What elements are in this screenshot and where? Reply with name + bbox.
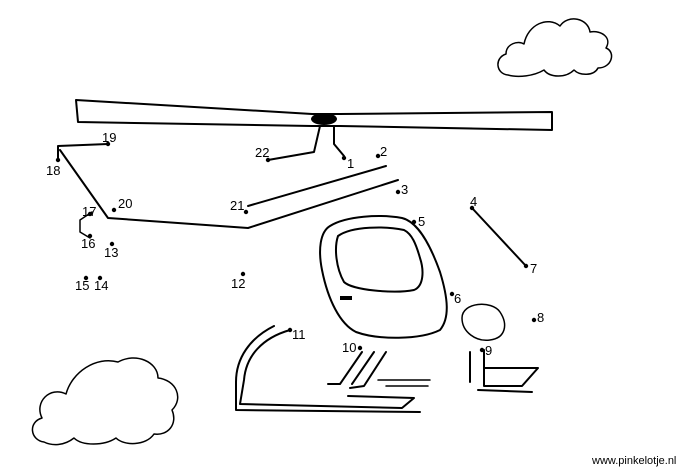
dot-16[interactable]	[87, 233, 93, 239]
dot-labels: 1 2 3 4 5 6 7 8 9 10 11 12 13 14 15 16 1…	[46, 130, 544, 358]
dot-label-7: 7	[530, 261, 537, 276]
rotor-mast	[267, 125, 345, 161]
tail-boom	[57, 143, 399, 229]
dot-label-11: 11	[292, 327, 306, 342]
dot-label-12: 12	[231, 276, 245, 291]
dot-15[interactable]	[83, 275, 89, 281]
dot-label-6: 6	[454, 291, 461, 306]
dot-label-21: 21	[230, 198, 244, 213]
dot-10[interactable]	[357, 345, 363, 351]
dot-18[interactable]	[55, 157, 61, 163]
dot-label-9: 9	[485, 343, 492, 358]
landing-skid-left	[235, 325, 421, 413]
dot-label-5: 5	[418, 214, 425, 229]
dot-3[interactable]	[395, 189, 401, 195]
dot-label-18: 18	[46, 163, 60, 178]
dot-8[interactable]	[531, 317, 537, 323]
dot-label-19: 19	[102, 130, 116, 145]
dot-14[interactable]	[97, 275, 103, 281]
dot-13[interactable]	[109, 241, 115, 247]
dot-label-14: 14	[94, 278, 108, 293]
dot-4[interactable]	[469, 205, 475, 211]
dot-6[interactable]	[449, 291, 455, 297]
dot-label-16: 16	[81, 236, 95, 251]
nose-line	[471, 207, 527, 267]
dot-7[interactable]	[523, 263, 529, 269]
dot-label-17: 17	[82, 204, 96, 219]
dot-label-15: 15	[75, 278, 89, 293]
dot-19[interactable]	[105, 141, 111, 147]
dot-12[interactable]	[240, 271, 246, 277]
landing-struts	[327, 351, 387, 389]
rear-bubble	[461, 303, 506, 341]
cloud-bottom-left	[31, 357, 179, 446]
dot-markers	[55, 141, 537, 353]
dot-label-22: 22	[255, 145, 269, 160]
dot-label-2: 2	[380, 144, 387, 159]
dot-label-4: 4	[470, 194, 477, 209]
dot-9[interactable]	[479, 347, 485, 353]
cabin-window	[335, 226, 424, 293]
dot-2[interactable]	[375, 153, 381, 159]
dot-1[interactable]	[341, 155, 347, 161]
dot-5[interactable]	[411, 219, 417, 225]
door-handle	[340, 296, 352, 300]
dot-label-10: 10	[342, 340, 356, 355]
tail-rotor	[79, 211, 93, 239]
cloud-top-right	[497, 18, 613, 78]
dot-label-13: 13	[104, 245, 118, 260]
tail-boom-upper-line	[247, 165, 387, 207]
dot-label-20: 20	[118, 196, 132, 211]
dot-17[interactable]	[87, 211, 93, 217]
dot-label-3: 3	[401, 182, 408, 197]
dot-20[interactable]	[111, 207, 117, 213]
main-rotor-blade	[75, 99, 553, 131]
landing-skid-right	[469, 349, 539, 393]
dot-11[interactable]	[287, 327, 293, 333]
dot-22[interactable]	[265, 157, 271, 163]
dot-label-1: 1	[347, 156, 354, 171]
cabin-body	[319, 215, 448, 339]
rotor-hub	[311, 113, 337, 125]
dot-label-8: 8	[537, 310, 544, 325]
site-credit: www.pinkelotje.nl	[591, 455, 676, 467]
skid-crossbar	[377, 379, 431, 387]
dot-21[interactable]	[243, 209, 249, 215]
